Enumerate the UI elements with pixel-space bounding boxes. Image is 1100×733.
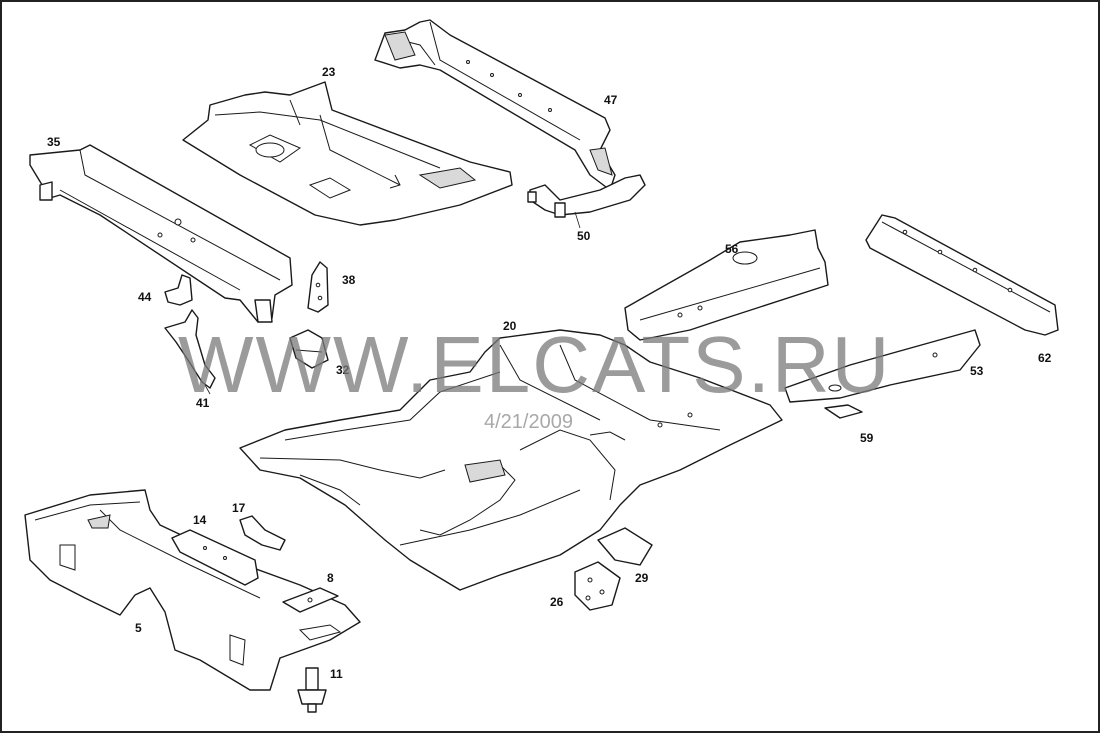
watermark-date: 4/21/2009 xyxy=(484,411,573,433)
callout-29: 29 xyxy=(635,571,649,585)
callout-8: 8 xyxy=(327,571,334,585)
callout-11: 11 xyxy=(330,667,343,681)
callout-labels: 5 8 11 14 17 20 23 26 29 32 35 38 41 44 … xyxy=(47,65,1052,681)
part-8-plate[interactable] xyxy=(282,587,339,613)
watermark-text: WWW.ELCATS.RU xyxy=(178,320,891,409)
callout-14: 14 xyxy=(193,513,207,527)
callout-32: 32 xyxy=(336,363,350,377)
callout-17: 17 xyxy=(232,501,246,515)
callout-56: 56 xyxy=(725,242,739,256)
part-35-longitudinal-member[interactable] xyxy=(29,144,293,323)
part-62-sill-member[interactable] xyxy=(865,214,1059,336)
callout-44: 44 xyxy=(138,290,152,304)
callout-23: 23 xyxy=(322,65,336,79)
part-32-bracket[interactable] xyxy=(289,329,329,369)
part-53-reinforcement[interactable] xyxy=(784,329,981,403)
part-41-bracket[interactable] xyxy=(164,309,216,389)
callout-5: 5 xyxy=(135,621,142,635)
part-11-pin[interactable] xyxy=(297,667,327,713)
part-59-plate[interactable] xyxy=(824,404,863,419)
callout-35: 35 xyxy=(47,135,61,149)
part-23-floor-panel[interactable] xyxy=(182,81,513,226)
part-38-bracket[interactable] xyxy=(307,261,329,313)
part-29-panel[interactable] xyxy=(597,527,653,566)
callout-47: 47 xyxy=(604,93,618,107)
part-20-main-floor-pan[interactable] xyxy=(239,329,783,591)
part-50-bracket[interactable] xyxy=(527,174,646,218)
callout-38: 38 xyxy=(342,273,356,287)
part-14-bracket[interactable] xyxy=(171,529,259,586)
callout-20: 20 xyxy=(503,319,517,333)
part-17-bracket[interactable] xyxy=(239,515,286,551)
callout-26: 26 xyxy=(550,595,564,609)
callout-62: 62 xyxy=(1038,351,1052,365)
part-44-bracket[interactable] xyxy=(164,274,193,306)
part-56-reinforcement[interactable] xyxy=(624,229,829,341)
part-47-cross-member[interactable] xyxy=(374,19,616,191)
callout-41: 41 xyxy=(196,396,210,410)
part-26-panel[interactable] xyxy=(574,561,621,611)
part-5-rear-floor[interactable] xyxy=(24,489,361,691)
leader-lines xyxy=(204,211,581,395)
callout-59: 59 xyxy=(860,431,874,445)
callout-53: 53 xyxy=(970,364,984,378)
callout-50: 50 xyxy=(577,229,591,243)
